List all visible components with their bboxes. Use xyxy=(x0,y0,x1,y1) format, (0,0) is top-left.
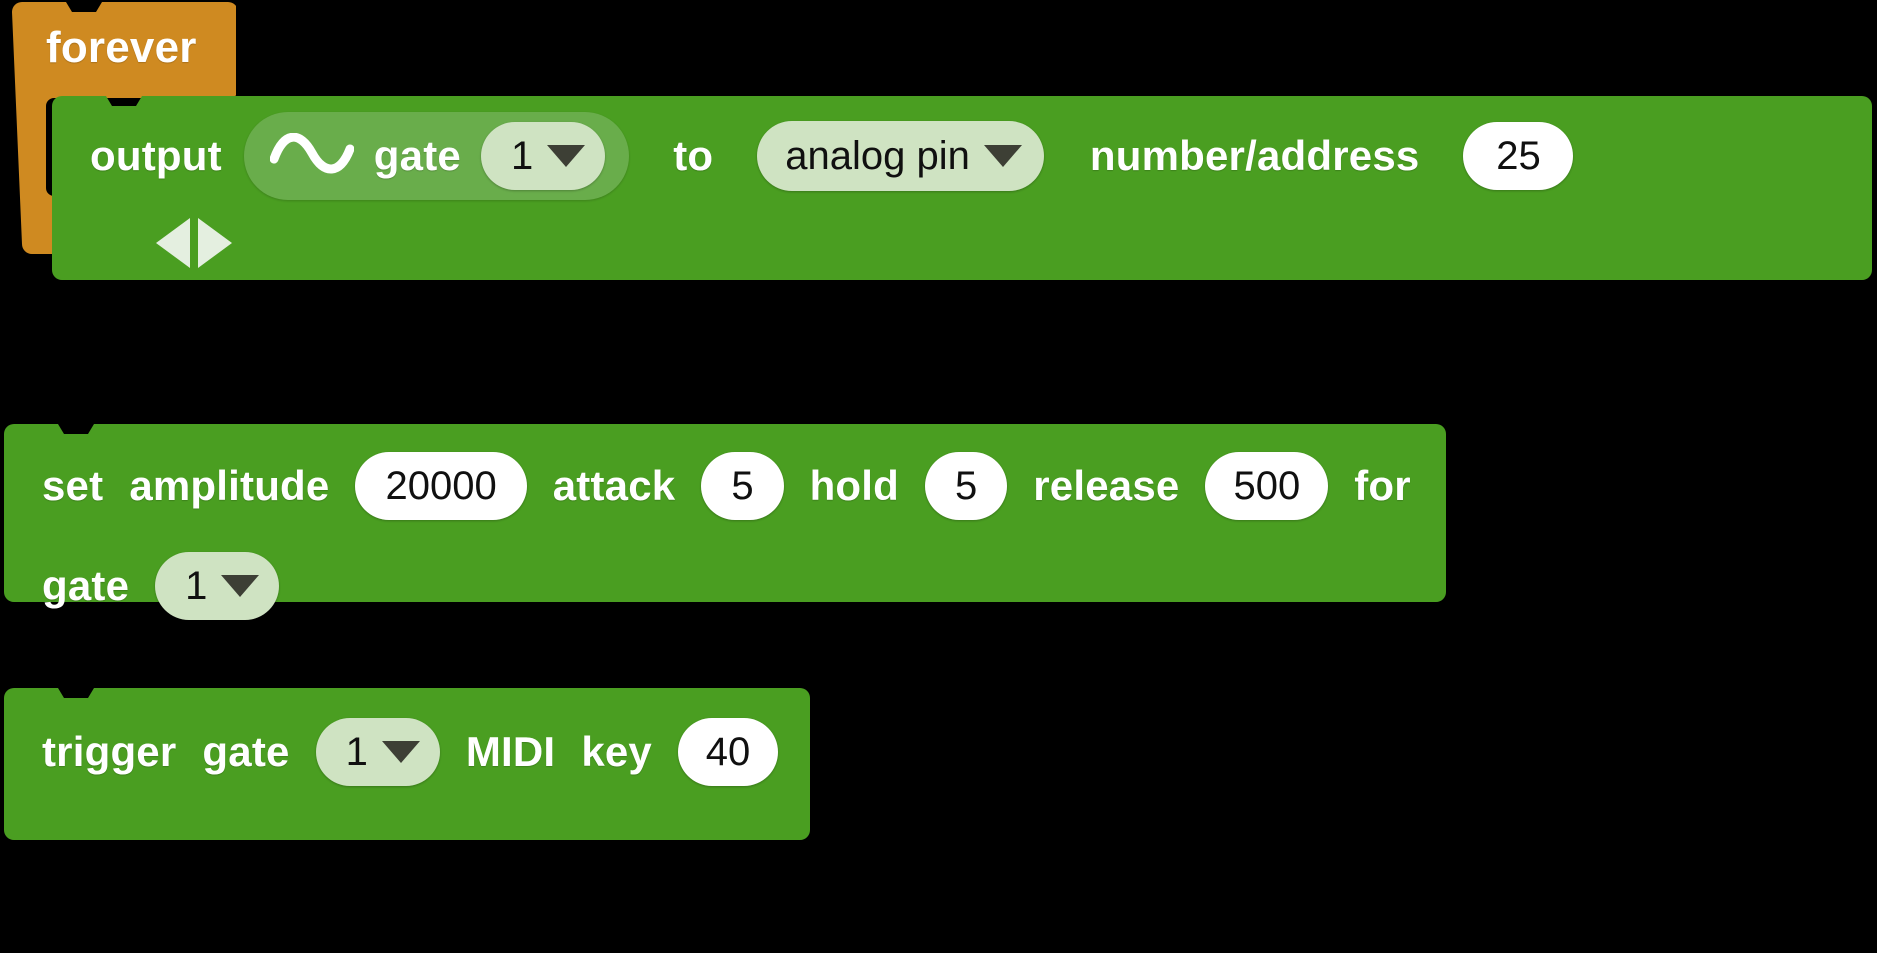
sine-wave-icon xyxy=(269,133,354,174)
output-target-dropdown-value: analog pin xyxy=(785,134,970,178)
hold-label: hold xyxy=(809,462,899,509)
chevron-down-icon xyxy=(983,145,1022,167)
amp-gate-dropdown[interactable]: 1 xyxy=(155,552,280,620)
forever-label: forever xyxy=(46,23,197,72)
amp-gate-dropdown-value: 1 xyxy=(185,564,208,608)
gate-number-dropdown-value: 1 xyxy=(510,134,534,178)
attack-label: attack xyxy=(552,462,676,509)
block-trigger-gate[interactable]: trigger gate 1 MIDI key 40 xyxy=(4,688,810,840)
to-label: to xyxy=(673,132,714,179)
set-label: set xyxy=(42,462,104,509)
gate-reporter-label: gate xyxy=(373,132,461,179)
midi-key-input[interactable]: 40 xyxy=(678,718,778,786)
amp-gate-label: gate xyxy=(42,562,130,609)
output-label: output xyxy=(90,132,222,179)
trigger-gate-dropdown[interactable]: 1 xyxy=(315,718,440,786)
gate-number-dropdown[interactable]: 1 xyxy=(480,122,606,190)
midi-label: MIDI xyxy=(465,728,556,775)
trigger-block-row: trigger gate 1 MIDI key 40 xyxy=(4,696,778,808)
block-output-gate[interactable]: output gate 1 to analog pin number/addre… xyxy=(52,96,1872,280)
number-address-input[interactable]: 25 xyxy=(1463,122,1574,190)
chevron-down-icon xyxy=(381,741,420,763)
output-block-row: output gate 1 to analog pin number/addre… xyxy=(52,96,1574,216)
amp-block-row-1: set amplitude 20000 attack 5 hold 5 rele… xyxy=(4,430,1411,542)
hold-input[interactable]: 5 xyxy=(925,452,1008,520)
block-set-amplitude[interactable]: set amplitude 20000 attack 5 hold 5 rele… xyxy=(4,424,1446,620)
release-label: release xyxy=(1033,462,1180,509)
trigger-gate-label: gate xyxy=(202,728,290,775)
attack-input[interactable]: 5 xyxy=(701,452,784,520)
chevron-down-icon xyxy=(547,145,586,167)
amplitude-input[interactable]: 20000 xyxy=(355,452,527,520)
gate-reporter[interactable]: gate 1 xyxy=(243,112,630,200)
left-right-arrows-icon[interactable] xyxy=(148,214,240,272)
release-input[interactable]: 500 xyxy=(1205,452,1329,520)
for-label: for xyxy=(1354,462,1411,509)
trigger-gate-dropdown-value: 1 xyxy=(345,730,368,774)
amp-block-row-2: gate 1 xyxy=(4,532,280,640)
chevron-down-icon xyxy=(221,575,260,597)
number-address-label: number/address xyxy=(1089,132,1420,179)
amplitude-label: amplitude xyxy=(129,462,330,509)
output-target-dropdown[interactable]: analog pin xyxy=(757,121,1044,191)
key-label: key xyxy=(581,728,652,775)
trigger-label: trigger xyxy=(42,728,177,775)
